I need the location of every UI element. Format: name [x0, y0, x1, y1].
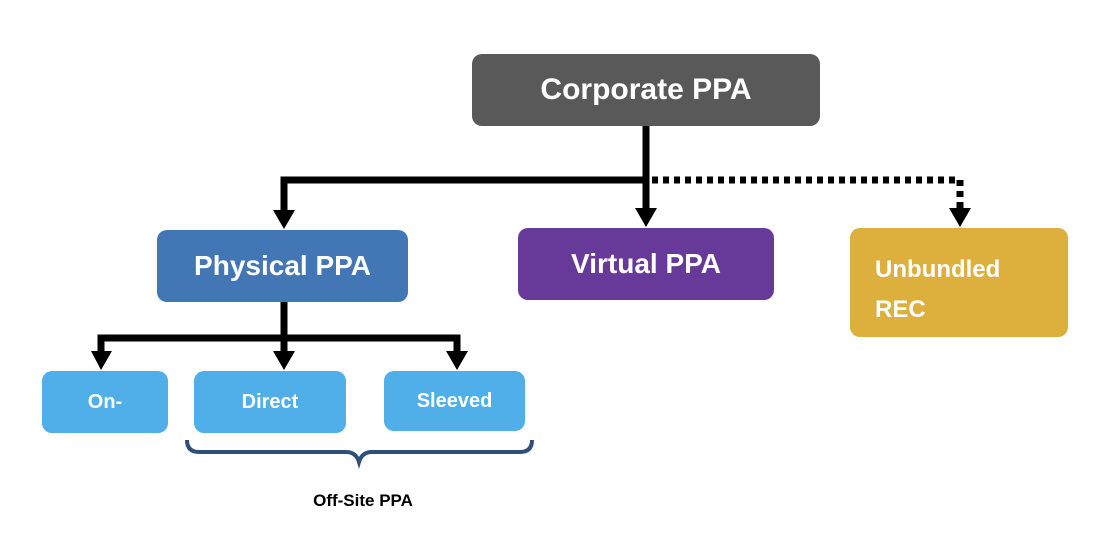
arrowhead-virtual: [635, 208, 657, 227]
corporate-ppa-label: Corporate PPA: [540, 73, 752, 106]
virtual-ppa-node: Virtual PPA: [518, 228, 774, 300]
direct-label: Direct: [241, 390, 299, 413]
connector-unbundled: [652, 176, 964, 208]
sleeved-node: Sleeved: [384, 371, 525, 431]
physical-ppa-node: Physical PPA: [157, 230, 408, 302]
arrowhead-direct: [273, 351, 295, 370]
on-site-label: On-: [87, 390, 123, 413]
unbundled-rec-label-line2: REC: [875, 296, 926, 323]
arrowhead-unbundled: [949, 208, 971, 227]
unbundled-rec-label-line1: Unbundled: [875, 256, 1001, 283]
on-site-node: On-: [42, 371, 168, 433]
unbundled-rec-node: Unbundled REC: [850, 228, 1068, 337]
sleeved-label: Sleeved: [416, 389, 493, 412]
arrowhead-sleeved: [446, 351, 468, 370]
arrowhead-physical: [273, 210, 295, 229]
physical-ppa-label: Physical PPA: [194, 250, 371, 281]
off-site-brace: [185, 439, 534, 469]
arrowhead-on-site: [91, 351, 112, 370]
off-site-ppa-label: Off-Site PPA: [313, 491, 413, 510]
branch-line: [97, 334, 461, 355]
connector-physical: [280, 176, 646, 212]
direct-node: Direct: [194, 371, 346, 433]
corporate-ppa-node: Corporate PPA: [472, 54, 820, 126]
virtual-ppa-label: Virtual PPA: [571, 248, 721, 279]
